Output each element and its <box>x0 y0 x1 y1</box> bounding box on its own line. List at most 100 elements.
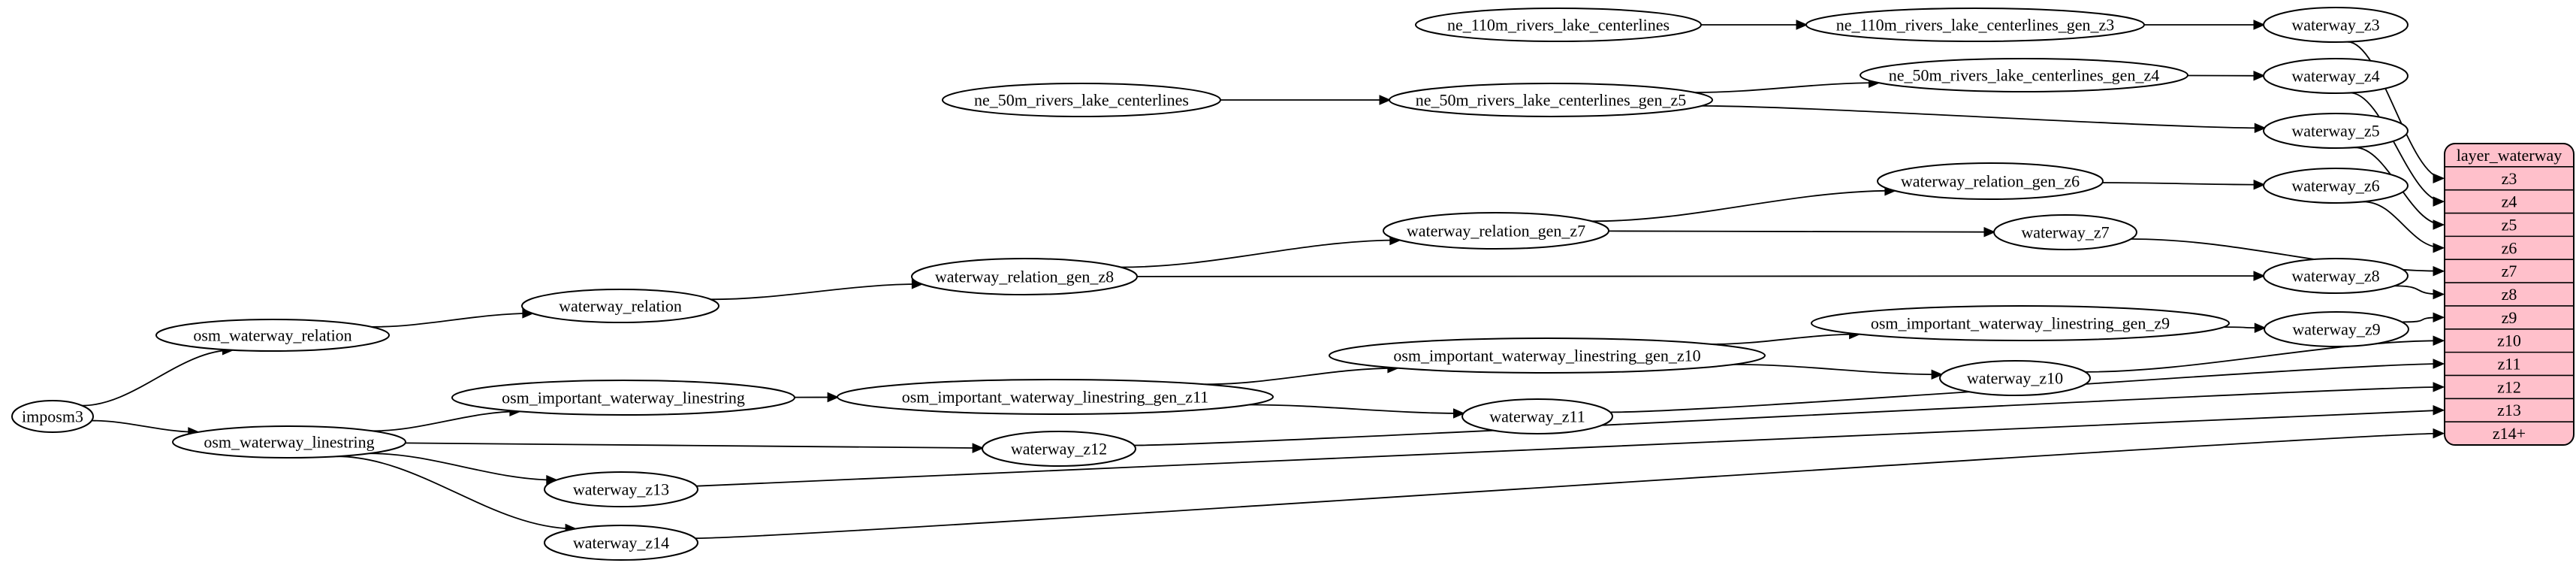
node-imposm3: imposm3 <box>12 401 93 432</box>
node-waterway_relation: waterway_relation <box>522 289 719 322</box>
edge-waterway_z6-to-layer_waterway-z6 <box>2363 201 2443 248</box>
node-ne_50m_rivers_lake_centerlines_gen_z4: ne_50m_rivers_lake_centerlines_gen_z4 <box>1860 59 2188 92</box>
table-row-z12: z12 <box>2497 377 2521 396</box>
edge-waterway_z14-to-layer_waterway-z14+ <box>695 434 2443 539</box>
node-waterway_z9-label: waterway_z9 <box>2292 320 2380 339</box>
table-row-z11: z11 <box>2498 355 2521 374</box>
node-waterway_relation_gen_z8-label: waterway_relation_gen_z8 <box>935 268 1114 286</box>
edge-waterway_z8-to-layer_waterway-z8 <box>2394 286 2443 294</box>
nodes-layer: ne_110m_rivers_lake_centerlines ne_110m_r… <box>12 8 2409 560</box>
node-ne_50m_rivers_lake_centerlines_gen_z5: ne_50m_rivers_lake_centerlines_gen_z5 <box>1389 83 1712 117</box>
node-ne_110m_rivers_lake_centerlines: ne_110m_rivers_lake_centerlines <box>1416 8 1701 41</box>
node-waterway_z13-label: waterway_z13 <box>573 480 669 499</box>
node-osm_important_waterway_linestring_gen_z11: osm_important_waterway_linestring_gen_z1… <box>837 380 1273 414</box>
node-waterway_relation_gen_z7-label: waterway_relation_gen_z7 <box>1407 222 1585 241</box>
node-waterway_z3: waterway_z3 <box>2264 8 2408 42</box>
node-waterway_z10: waterway_z10 <box>1940 361 2090 395</box>
edge-imposm3-to-osm_waterway_linestring <box>92 421 198 432</box>
node-ne_50m_rivers_lake_centerlines: ne_50m_rivers_lake_centerlines <box>943 83 1220 117</box>
node-waterway_z4-label: waterway_z4 <box>2291 67 2379 86</box>
table-row-z5: z5 <box>2502 215 2517 234</box>
node-osm_waterway_linestring: osm_waterway_linestring <box>173 426 406 458</box>
edge-osm_important_waterway_linestring_gen_z10-to-waterway_z10 <box>1733 365 1941 374</box>
node-waterway_z12-label: waterway_z12 <box>1011 440 1107 459</box>
edge-osm_waterway_linestring-to-waterway_z13 <box>370 453 557 480</box>
node-waterway_z8: waterway_z8 <box>2264 259 2408 293</box>
edge-osm_waterway_relation-to-waterway_relation <box>372 313 532 327</box>
table-row-z13: z13 <box>2497 401 2521 419</box>
node-waterway_z5-label: waterway_z5 <box>2291 122 2379 141</box>
node-waterway_relation_gen_z8: waterway_relation_gen_z8 <box>912 259 1137 295</box>
table-row-z7: z7 <box>2502 262 2517 280</box>
node-osm_important_waterway_linestring_gen_z10-label: osm_important_waterway_linestring_gen_z1… <box>1393 347 1700 365</box>
edge-osm_important_waterway_linestring_gen_z11-to-waterway_z11 <box>1249 405 1463 414</box>
table-row-z14+: z14+ <box>2493 424 2526 443</box>
edge-waterway_z12-to-layer_waterway-z12 <box>1134 387 2443 446</box>
node-waterway_z7-label: waterway_z7 <box>2021 223 2109 242</box>
table-row-z10: z10 <box>2497 331 2521 350</box>
edge-osm_waterway_linestring-to-osm_important_waterway_linestring <box>373 411 520 431</box>
edge-imposm3-to-osm_waterway_relation <box>82 350 232 406</box>
edge-ne_50m_rivers_lake_centerlines_gen_z5-to-waterway_z5 <box>1702 106 2265 128</box>
node-osm_waterway_relation: osm_waterway_relation <box>156 319 389 351</box>
edge-osm_important_waterway_linestring_gen_z10-to-osm_important_waterway_linestring_gen_z9 <box>1712 334 1860 344</box>
edge-waterway_z10-to-layer_waterway-z10 <box>2086 340 2444 372</box>
node-ne_110m_rivers_lake_centerlines-label: ne_110m_rivers_lake_centerlines <box>1447 16 1670 35</box>
node-waterway_z10-label: waterway_z10 <box>1967 369 2063 388</box>
node-osm_important_waterway_linestring_gen_z9: osm_important_waterway_linestring_gen_z9 <box>1811 306 2229 340</box>
table-row-z4: z4 <box>2502 192 2517 211</box>
node-waterway_relation_gen_z6: waterway_relation_gen_z6 <box>1878 163 2103 199</box>
node-ne_110m_rivers_lake_centerlines_gen_z3: ne_110m_rivers_lake_centerlines_gen_z3 <box>1806 8 2144 41</box>
node-waterway_z6-label: waterway_z6 <box>2291 177 2379 195</box>
node-osm_important_waterway_linestring-label: osm_important_waterway_linestring <box>502 389 745 407</box>
node-imposm3-label: imposm3 <box>22 407 83 426</box>
table-row-z8: z8 <box>2502 285 2517 304</box>
node-waterway_z11-label: waterway_z11 <box>1489 407 1585 426</box>
node-ne_50m_rivers_lake_centerlines_gen_z5-label: ne_50m_rivers_lake_centerlines_gen_z5 <box>1416 91 1686 110</box>
node-ne_50m_rivers_lake_centerlines-label: ne_50m_rivers_lake_centerlines <box>974 91 1189 110</box>
edge-waterway_relation_gen_z8-to-waterway_relation_gen_z7 <box>1121 241 1400 268</box>
edges-layer <box>82 25 2443 538</box>
node-waterway_z7: waterway_z7 <box>1994 215 2137 250</box>
table-layer: layer_waterway z3 z4 z5 z6 z7 z8 z9 z10 z11 z12 z13… <box>2445 144 2574 445</box>
node-waterway_z5: waterway_z5 <box>2264 113 2408 148</box>
node-waterway_z4: waterway_z4 <box>2264 59 2408 93</box>
table-layer_waterway-header: layer_waterway <box>2457 146 2562 165</box>
node-waterway_z12: waterway_z12 <box>982 431 1136 466</box>
node-osm_important_waterway_linestring_gen_z11-label: osm_important_waterway_linestring_gen_z1… <box>902 388 1209 407</box>
edge-waterway_relation-to-waterway_relation_gen_z8 <box>710 284 922 299</box>
table-row-z9: z9 <box>2502 308 2517 327</box>
node-waterway_z13: waterway_z13 <box>544 472 698 507</box>
node-waterway_z6: waterway_z6 <box>2264 168 2408 203</box>
node-waterway_z14-label: waterway_z14 <box>573 534 669 552</box>
table-row-z6: z6 <box>2502 238 2517 257</box>
edge-osm_important_waterway_linestring_gen_z11-to-osm_important_waterway_linestring_gen_z10 <box>1205 368 1398 385</box>
edge-waterway_relation_gen_z8-to-waterway_z8 <box>1137 276 2264 277</box>
node-waterway_z8-label: waterway_z8 <box>2291 267 2379 286</box>
edge-waterway_relation_gen_z7-to-waterway_z7 <box>1609 231 1994 232</box>
edge-waterway_z9-to-layer_waterway-z9 <box>2402 317 2443 322</box>
node-waterway_z9: waterway_z9 <box>2264 312 2409 347</box>
node-osm_waterway_relation-label: osm_waterway_relation <box>193 326 351 345</box>
table-row-z3: z3 <box>2502 169 2517 188</box>
edge-osm_waterway_linestring-to-waterway_z14 <box>336 456 575 528</box>
edge-osm_waterway_linestring-to-waterway_z12 <box>406 443 982 448</box>
node-osm_important_waterway_linestring_gen_z10: osm_important_waterway_linestring_gen_z1… <box>1329 338 1765 373</box>
node-osm_important_waterway_linestring_gen_z9-label: osm_important_waterway_linestring_gen_z9 <box>1871 314 2170 333</box>
node-waterway_relation-label: waterway_relation <box>559 297 682 316</box>
edge-ne_50m_rivers_lake_centerlines_gen_z5-to-ne_50m_rivers_lake_centerlines_gen_z4 <box>1694 83 1878 92</box>
node-ne_50m_rivers_lake_centerlines_gen_z4-label: ne_50m_rivers_lake_centerlines_gen_z4 <box>1889 66 2159 85</box>
node-waterway_z14: waterway_z14 <box>544 525 698 560</box>
node-waterway_z11: waterway_z11 <box>1462 399 1612 434</box>
edge-osm_important_waterway_linestring_gen_z9-to-waterway_z9 <box>2224 327 2264 328</box>
node-ne_110m_rivers_lake_centerlines_gen_z3-label: ne_110m_rivers_lake_centerlines_gen_z3 <box>1836 16 2115 35</box>
node-waterway_z3-label: waterway_z3 <box>2291 16 2379 35</box>
node-osm_important_waterway_linestring: osm_important_waterway_linestring <box>452 380 795 415</box>
edge-waterway_relation_gen_z7-to-waterway_relation_gen_z6 <box>1591 191 1895 222</box>
edge-waterway_relation_gen_z6-to-waterway_z6 <box>2103 183 2264 185</box>
table-layer_waterway: layer_waterway z3 z4 z5 z6 z7 z8 z9 z10 z11 z12 z13… <box>2445 144 2574 445</box>
node-waterway_relation_gen_z7: waterway_relation_gen_z7 <box>1383 213 1609 249</box>
node-waterway_relation_gen_z6-label: waterway_relation_gen_z6 <box>1901 172 2080 191</box>
